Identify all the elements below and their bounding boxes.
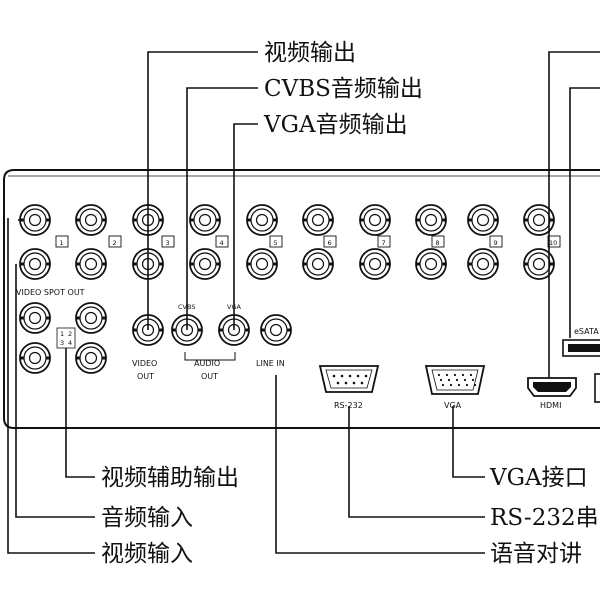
rs232-port: [318, 365, 380, 393]
channel-number-10: 10: [549, 239, 557, 247]
spot-out-bnc-2: [75, 302, 107, 334]
channel-number-3: 3: [166, 239, 170, 247]
channel-box-3: [161, 235, 175, 248]
audio-in-bnc-7: [359, 248, 391, 280]
callout-vga-audio-out: VGA音频输出: [263, 112, 408, 138]
channel-number-7: 7: [382, 239, 386, 247]
audio-in-bnc-4: [189, 248, 221, 280]
callout-vga-port: VGA接口: [489, 465, 588, 491]
channel-box-10: [547, 235, 561, 248]
channel-number-1: 1: [60, 239, 64, 247]
label-esata: eSATA: [574, 327, 599, 336]
channel-box-1: [55, 235, 69, 248]
audio-out-bracket: [184, 352, 236, 361]
channel-number-labels: 1 2 3 4 5 6 7 8 9 10: [55, 235, 561, 248]
video-in-bnc-4: [189, 204, 221, 236]
esata-port: [562, 339, 600, 357]
callout-intercom: 语音对讲: [490, 541, 582, 567]
leader-lines: [7, 51, 600, 554]
channel-number-9: 9: [494, 239, 498, 247]
spot-out-bnc-1: [19, 302, 51, 334]
label-cvbs-small: CVBS: [178, 303, 195, 311]
vga-port: [424, 365, 486, 395]
channel-box-5: [269, 235, 283, 248]
channel-number-8: 8: [436, 239, 440, 247]
spot-num-3: 3: [60, 339, 64, 347]
label-vga: VGA: [444, 401, 462, 410]
label-audio-out-1: AUDIO: [194, 359, 220, 368]
callout-rs232-serial: RS-232串: [490, 505, 599, 531]
channel-number-4: 4: [220, 239, 224, 247]
leader-vga-audio-out: [233, 123, 258, 330]
audio-in-bnc-9: [467, 248, 499, 280]
spot-out-grid-box: 1 2 3 4: [56, 327, 76, 349]
audio-in-bnc-2: [75, 248, 107, 280]
label-video-spot-out: VIDEO SPOT OUT: [16, 288, 85, 297]
leader-vga-port: [452, 406, 485, 478]
callout-cvbs-audio-out: CVBS音频输出: [264, 76, 423, 102]
spot-out-bnc-3: [19, 342, 51, 374]
video-in-bnc-9: [467, 204, 499, 236]
leader-intercom: [275, 375, 485, 554]
label-vga-small: VGA: [227, 303, 241, 311]
channel-number-6: 6: [328, 239, 332, 247]
leader-video-in: [7, 218, 95, 554]
video-in-bnc-1: [19, 204, 51, 236]
spot-out-bnc-4: [75, 342, 107, 374]
label-rs232: RS-232: [334, 401, 363, 410]
leader-esata: [569, 87, 600, 338]
audio-in-bnc-5: [246, 248, 278, 280]
label-audio-out-2: OUT: [201, 372, 218, 381]
spot-num-2: 2: [68, 330, 72, 338]
callout-video-aux-out: 视频辅助输出: [101, 465, 239, 491]
channel-box-4: [215, 235, 229, 248]
video-in-bnc-8: [415, 204, 447, 236]
channel-number-2: 2: [113, 239, 117, 247]
channel-box-6: [323, 235, 337, 248]
leader-video-aux-out: [65, 328, 95, 478]
label-video-out-2: OUT: [137, 372, 154, 381]
audio-in-bnc-10: [523, 248, 555, 280]
callout-video-in: 视频输入: [101, 541, 193, 567]
label-video-out-1: VIDEO: [132, 359, 157, 368]
leader-audio-in: [15, 264, 95, 518]
audio-in-bnc-1: [19, 248, 51, 280]
line-in-bnc: [260, 314, 292, 346]
channel-box-9: [489, 235, 503, 248]
channel-box-7: [377, 235, 391, 248]
video-in-bnc-5: [246, 204, 278, 236]
video-in-bnc-10: [523, 204, 555, 236]
callout-audio-in: 音频输入: [101, 505, 193, 531]
video-in-bnc-2: [75, 204, 107, 236]
leader-video-out: [147, 51, 258, 330]
channel-number-5: 5: [274, 239, 278, 247]
leader-rs232: [348, 406, 485, 518]
channel-box-2: [108, 235, 122, 248]
spot-num-4: 4: [68, 339, 72, 347]
label-line-in: LINE IN: [256, 359, 285, 368]
channel-box-8: [431, 235, 445, 248]
hdmi-port: [527, 377, 577, 397]
spot-num-1: 1: [60, 330, 64, 338]
video-in-bnc-7: [359, 204, 391, 236]
leader-hdmi: [548, 51, 600, 378]
leader-cvbs-audio-out: [186, 87, 258, 330]
label-hdmi: HDMI: [540, 401, 561, 410]
partial-port-right: [594, 373, 600, 403]
audio-in-bnc-8: [415, 248, 447, 280]
callout-video-out: 视频输出: [264, 40, 356, 66]
audio-in-bnc-6: [302, 248, 334, 280]
bnc-connectors: [19, 204, 555, 374]
video-in-bnc-6: [302, 204, 334, 236]
